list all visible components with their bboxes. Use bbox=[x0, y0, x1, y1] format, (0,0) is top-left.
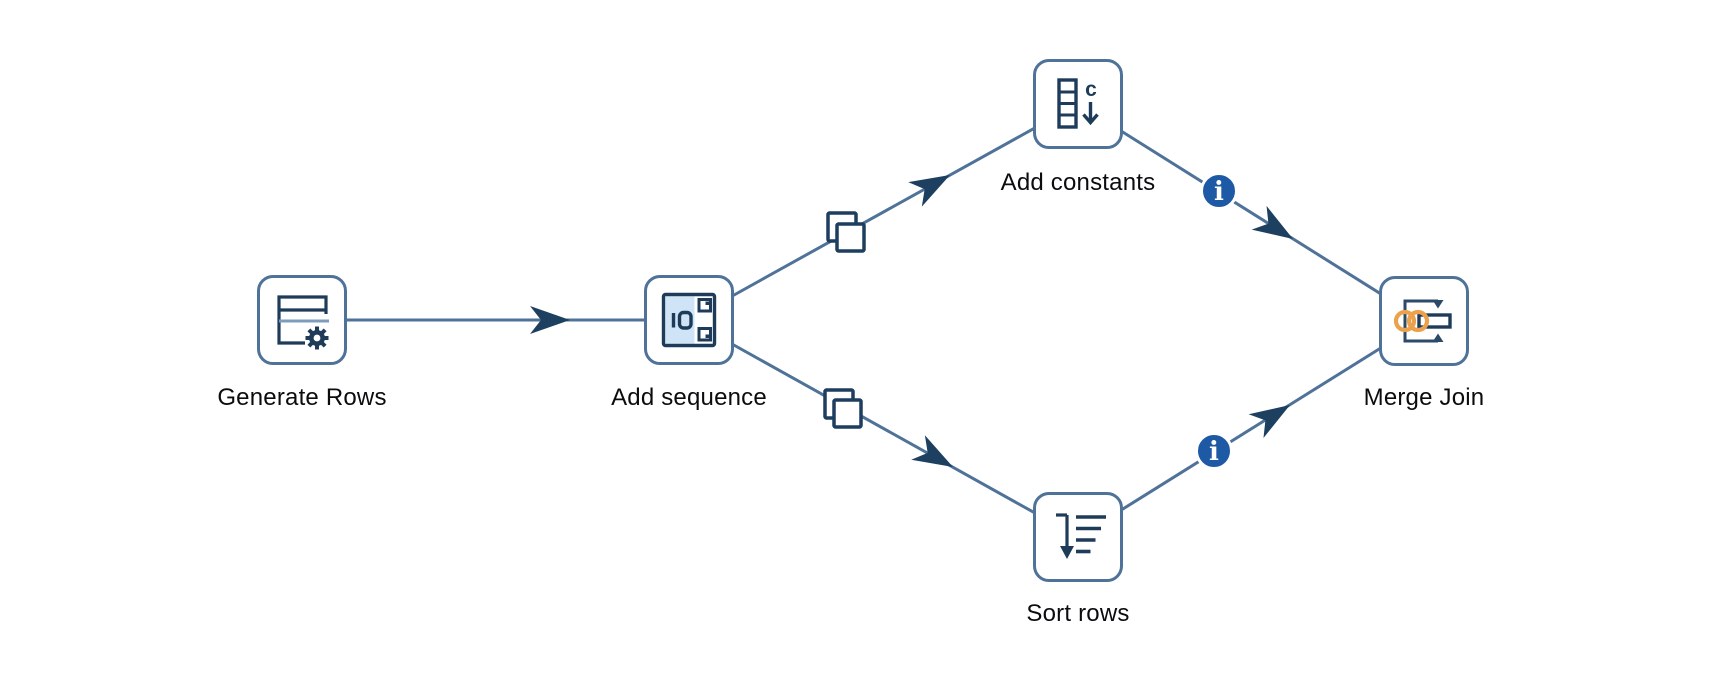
copy-rows-icon bbox=[826, 211, 866, 253]
hop-add-constants-to-merge-join[interactable] bbox=[1077, 102, 1425, 323]
chain-links-icon bbox=[1393, 309, 1430, 333]
step-merge-join[interactable] bbox=[1379, 276, 1469, 366]
hop-arrow-icon bbox=[1251, 205, 1293, 239]
step-label-merge-join[interactable]: Merge Join bbox=[1363, 384, 1485, 411]
hop-arrow-icon bbox=[911, 435, 953, 467]
hop-add-sequence-to-add-constants[interactable] bbox=[688, 102, 1079, 322]
add-sequence-icon bbox=[661, 292, 717, 348]
step-generate-rows[interactable] bbox=[257, 275, 347, 365]
svg-text:i: i bbox=[1214, 177, 1224, 207]
svg-text:i: i bbox=[1209, 437, 1219, 467]
step-sort-rows[interactable] bbox=[1033, 492, 1123, 582]
hop-arrow-icon bbox=[1248, 405, 1290, 439]
merge-join-icon bbox=[1393, 299, 1452, 343]
sort-rows-icon bbox=[1056, 513, 1106, 559]
gear-icon bbox=[305, 326, 329, 350]
info-icon[interactable]: i bbox=[1200, 172, 1238, 210]
step-label-add-constants[interactable]: Add constants bbox=[1000, 169, 1156, 196]
hop-arrow-icon bbox=[530, 306, 570, 334]
copy-rows-icon bbox=[823, 388, 863, 429]
info-icon[interactable]: i bbox=[1195, 432, 1233, 470]
svg-text:c: c bbox=[1085, 78, 1097, 101]
hop-add-sequence-to-sort-rows[interactable] bbox=[688, 318, 1079, 539]
step-add-constants[interactable]: c bbox=[1033, 59, 1123, 149]
generate-rows-icon bbox=[277, 295, 329, 350]
hop-arrow-icon bbox=[908, 175, 950, 207]
step-add-sequence[interactable] bbox=[644, 275, 734, 365]
hop-sort-rows-to-merge-join[interactable] bbox=[1077, 319, 1425, 539]
step-label-sort-rows[interactable]: Sort rows bbox=[1026, 600, 1130, 627]
add-constants-icon: c bbox=[1057, 78, 1099, 129]
step-label-add-sequence[interactable]: Add sequence bbox=[611, 384, 767, 411]
step-label-generate-rows[interactable]: Generate Rows bbox=[217, 384, 387, 411]
